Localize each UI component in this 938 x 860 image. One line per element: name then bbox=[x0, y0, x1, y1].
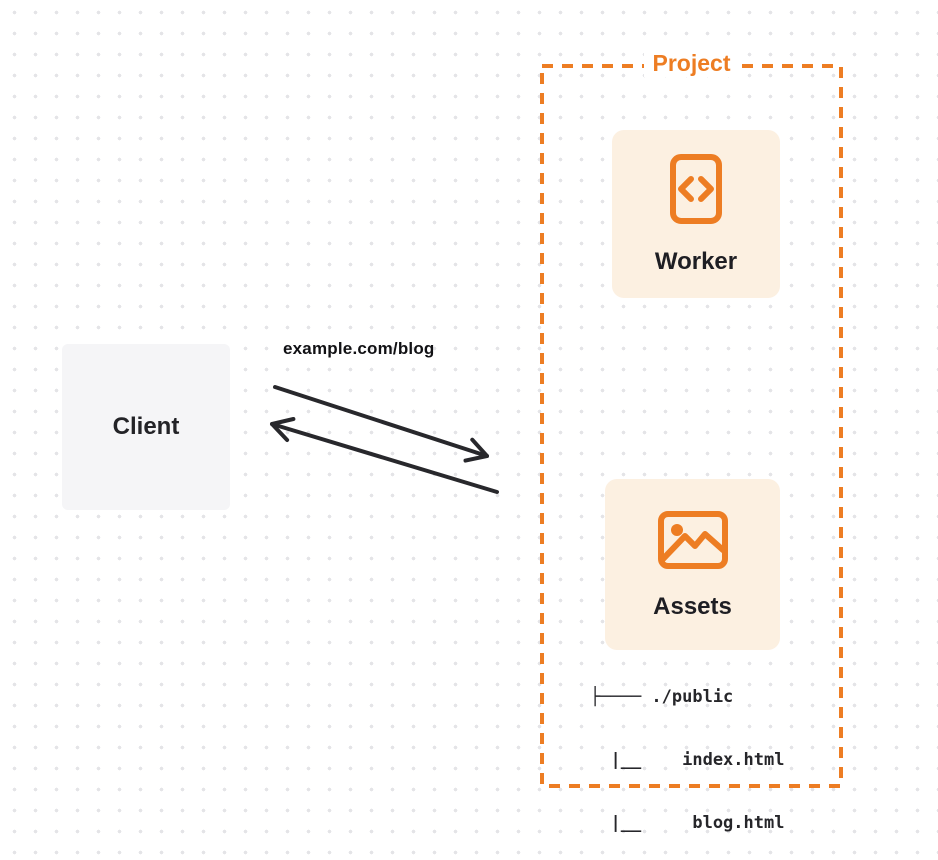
code-file-icon bbox=[670, 154, 722, 224]
worker-node: Worker bbox=[612, 130, 780, 298]
project-label: Project bbox=[643, 50, 740, 77]
request-arrow bbox=[273, 385, 489, 463]
project-boundary: Project Worker Assets ├──── ./public |__… bbox=[540, 50, 843, 833]
response-arrow bbox=[270, 417, 499, 494]
image-icon bbox=[657, 510, 728, 569]
client-node: Client bbox=[62, 344, 230, 510]
assets-file-tree: ├──── ./public |__ index.html |__ blog.h… bbox=[590, 645, 784, 860]
client-label: Client bbox=[112, 413, 180, 440]
request-response-arrows bbox=[270, 385, 499, 494]
file-tree-line-public: ├──── ./public bbox=[590, 687, 734, 707]
assets-label: Assets bbox=[653, 592, 732, 620]
worker-label: Worker bbox=[654, 248, 738, 275]
file-tree-line-blog: |__ blog.html bbox=[590, 813, 785, 833]
assets-node: Assets bbox=[605, 479, 780, 650]
request-url-label: example.com/blog bbox=[283, 339, 435, 358]
file-tree-line-index: |__ index.html bbox=[590, 750, 785, 770]
